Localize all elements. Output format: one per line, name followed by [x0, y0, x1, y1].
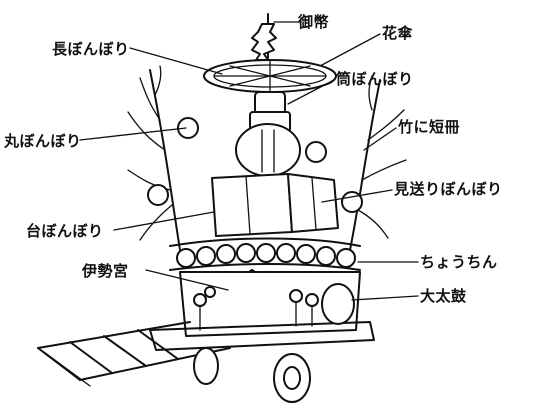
leader-lines — [79, 21, 419, 301]
label-dai-bonbori: 台ぼんぼり — [26, 222, 104, 240]
label-miokuri-bonbori: 見送りぼんぼり — [394, 180, 503, 198]
odaiko-drum — [321, 283, 355, 325]
bamboo-right — [349, 75, 407, 251]
gohei-ornament — [251, 13, 277, 61]
lantern-column — [235, 91, 301, 177]
label-naga-bonbori: 長ぼんぼり — [52, 40, 130, 58]
cart-body — [149, 271, 375, 351]
label-gohei: 御幣 — [298, 13, 330, 31]
label-take-tanzaku: 竹に短冊 — [398, 118, 461, 136]
label-kaku-bonbori: 筒ぼんぼり — [336, 70, 414, 88]
label-chochin: ちょうちん — [420, 253, 498, 271]
label-odaiko: 大太鼓 — [420, 287, 467, 305]
chochin-row — [169, 237, 361, 271]
label-maru-bonbori: 丸ぼんぼり — [4, 132, 82, 150]
wheels — [193, 347, 311, 403]
box-lanterns — [211, 173, 339, 237]
label-ise-miya: 伊勢宮 — [82, 262, 129, 280]
label-hanagasa: 花傘 — [382, 24, 414, 42]
hanagasa-umbrella — [203, 59, 337, 93]
round-lanterns — [147, 117, 363, 213]
